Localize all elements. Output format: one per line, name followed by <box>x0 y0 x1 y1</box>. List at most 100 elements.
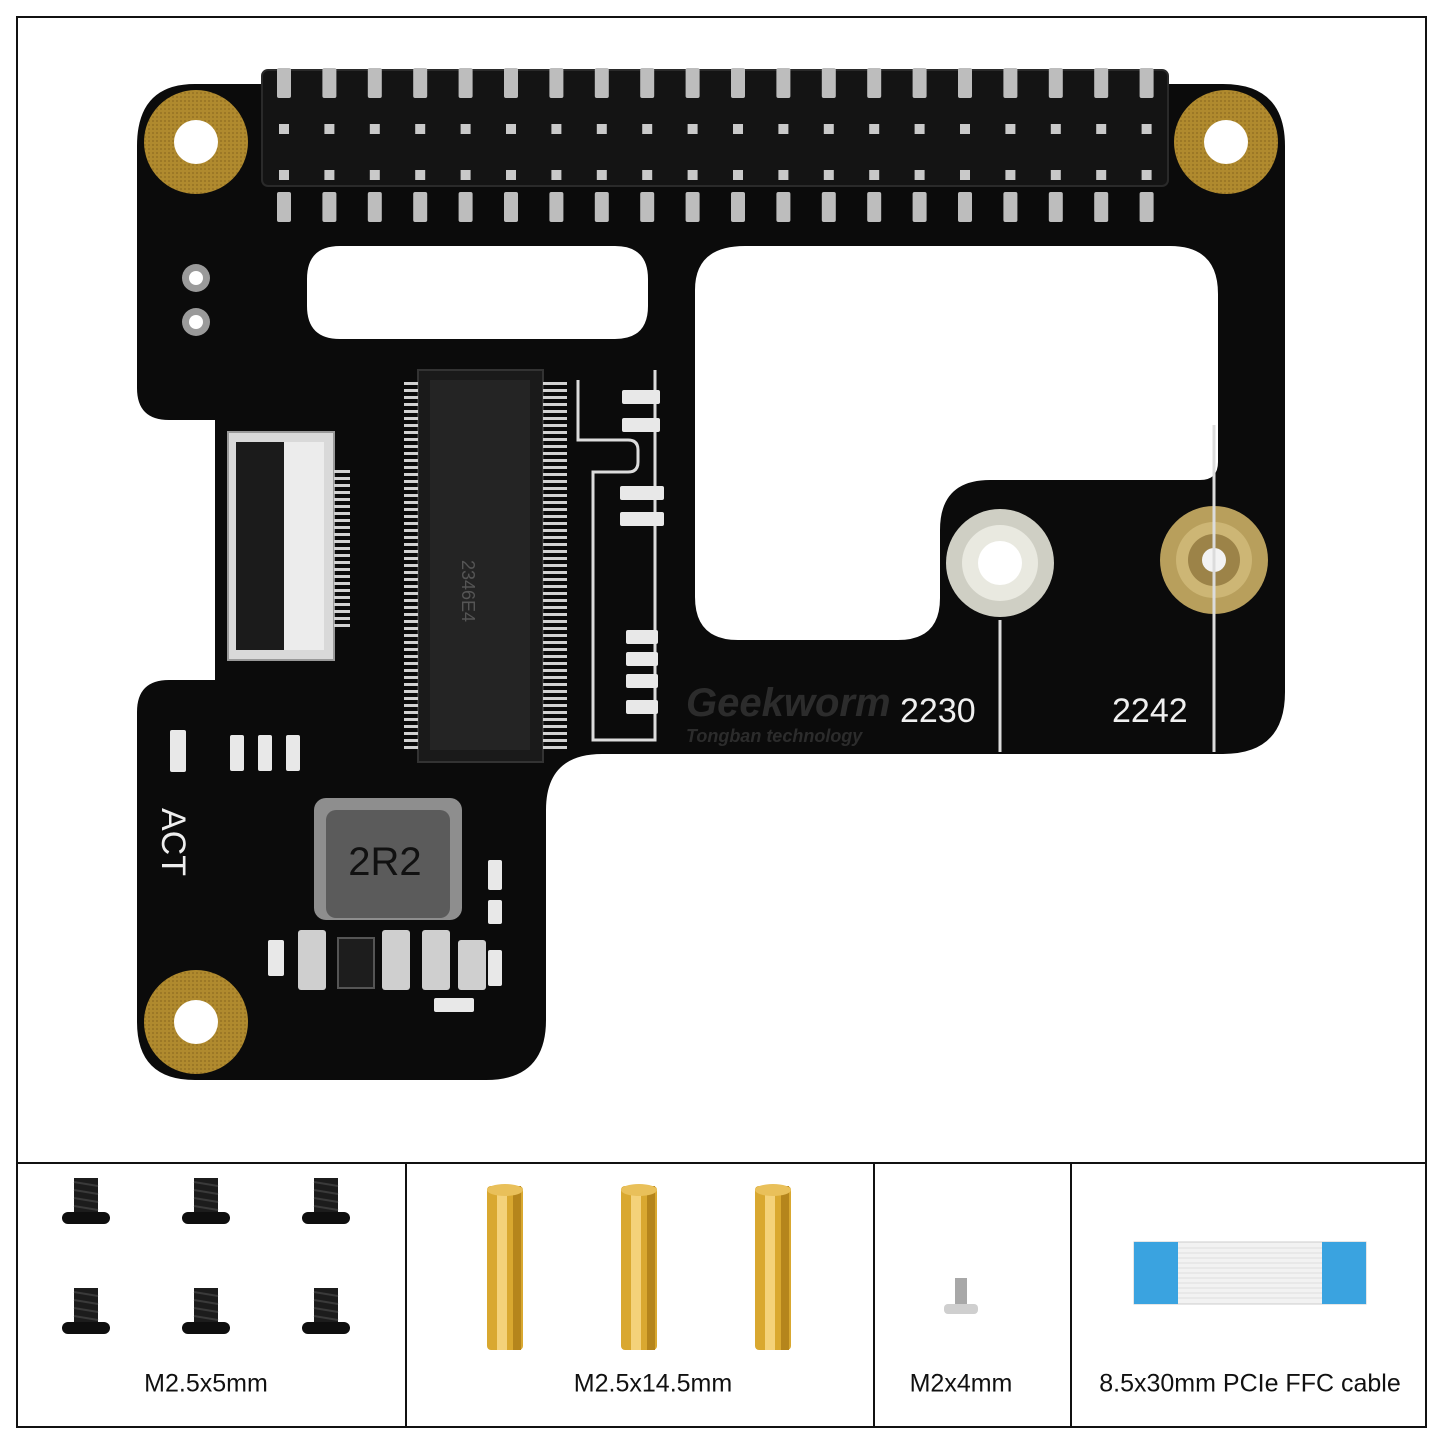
screw <box>182 1288 230 1334</box>
m2-connector: 2346E4 <box>404 369 567 763</box>
gpio-pin <box>367 68 382 98</box>
gpio-pin <box>369 124 380 134</box>
gpio-pin <box>960 124 970 134</box>
gpio-pin <box>460 170 471 180</box>
gpio-pin <box>369 170 380 180</box>
label-2230: 2230 <box>900 692 976 730</box>
caption-m25x145: M2.5x14.5mm <box>573 1369 733 1398</box>
gpio-pin <box>1003 68 1018 98</box>
gpio-pin <box>458 68 473 98</box>
inductor: 2R2 <box>314 798 462 920</box>
pmic-chip <box>337 937 375 989</box>
gpio-pin <box>551 170 562 180</box>
logo-tagline: Tongban technology <box>686 726 863 746</box>
caption-ffc-cable: 8.5x30mm PCIe FFC cable <box>1099 1369 1401 1398</box>
caption-m25x5: M2.5x5mm <box>144 1369 268 1398</box>
standoff <box>755 1184 791 1350</box>
gpio-pin <box>642 170 653 180</box>
gpio-pin <box>687 124 698 134</box>
gpio-pin <box>324 124 335 134</box>
gpio-pin <box>415 124 426 134</box>
screw <box>182 1178 230 1224</box>
screw <box>302 1178 350 1224</box>
gpio-pin <box>685 68 700 98</box>
gpio-pin <box>1050 170 1061 180</box>
gpio-pin <box>958 68 972 98</box>
gpio-pin <box>1139 192 1154 222</box>
standoff <box>487 1184 523 1350</box>
screw <box>302 1288 350 1334</box>
gpio-pin <box>867 68 882 98</box>
cell-divider <box>405 1162 407 1428</box>
gpio-pin <box>324 170 335 180</box>
gpio-pin <box>277 192 291 222</box>
gpio-pin <box>640 192 655 222</box>
cell-divider <box>873 1162 875 1428</box>
gpio-pin <box>867 192 882 222</box>
gpio-pin <box>640 68 655 98</box>
gpio-pin <box>733 124 743 134</box>
screws-m25x5 <box>62 1178 350 1334</box>
gpio-pin <box>458 192 473 222</box>
gpio-pin <box>277 68 291 98</box>
gpio-pin <box>731 192 745 222</box>
gpio-pin <box>823 124 834 134</box>
gpio-header <box>261 68 1169 222</box>
gpio-pin <box>1005 124 1016 134</box>
gpio-pin <box>279 170 289 180</box>
gpio-pin <box>504 68 518 98</box>
gpio-pin <box>596 170 607 180</box>
gpio-pin <box>1141 170 1152 180</box>
gpio-pin <box>778 124 789 134</box>
gpio-pin <box>687 170 698 180</box>
cell-divider <box>1070 1162 1072 1428</box>
act-label: ACT <box>154 808 192 876</box>
gpio-pin <box>460 124 471 134</box>
gpio-pin <box>413 68 428 98</box>
gpio-pin <box>551 124 562 134</box>
gpio-pin <box>733 170 743 180</box>
gpio-pin <box>912 68 927 98</box>
power-components <box>298 930 486 990</box>
gpio-pin <box>549 192 564 222</box>
gpio-pin <box>1048 68 1063 98</box>
gpio-pin <box>1096 124 1107 134</box>
screw-m2x4 <box>944 1278 978 1314</box>
gpio-pin <box>596 124 607 134</box>
gpio-pin <box>594 68 609 98</box>
mounting-hole-top-left <box>144 90 248 194</box>
gpio-pin <box>776 192 791 222</box>
gpio-pin <box>1048 192 1063 222</box>
gpio-pin <box>415 170 426 180</box>
gpio-pin <box>821 68 836 98</box>
label-2242: 2242 <box>1112 692 1188 730</box>
gpio-pin <box>823 170 834 180</box>
ffc-connector <box>227 431 350 661</box>
mounting-hole-bottom-left <box>144 970 248 1074</box>
standoff-2230 <box>946 509 1054 617</box>
gpio-pin <box>413 192 428 222</box>
gpio-pin <box>279 124 289 134</box>
gpio-pin <box>506 170 516 180</box>
gpio-pin <box>869 124 880 134</box>
gpio-pin <box>960 170 970 180</box>
accessory-divider <box>16 1162 1427 1164</box>
gpio-pin <box>778 170 789 180</box>
gpio-pin <box>685 192 700 222</box>
gpio-pin <box>869 170 880 180</box>
gpio-pin <box>322 68 337 98</box>
gpio-pin <box>1094 192 1109 222</box>
gpio-pin <box>914 124 925 134</box>
gpio-pin <box>821 192 836 222</box>
inductor-marking: 2R2 <box>348 840 421 884</box>
standoff <box>621 1184 657 1350</box>
gpio-pin <box>776 68 791 98</box>
gpio-pin <box>731 68 745 98</box>
smd-components <box>170 390 664 1012</box>
gpio-pin <box>1096 170 1107 180</box>
gpio-pin <box>912 192 927 222</box>
screw <box>62 1288 110 1334</box>
gpio-pin <box>1094 68 1109 98</box>
brass-standoffs <box>487 1184 791 1350</box>
